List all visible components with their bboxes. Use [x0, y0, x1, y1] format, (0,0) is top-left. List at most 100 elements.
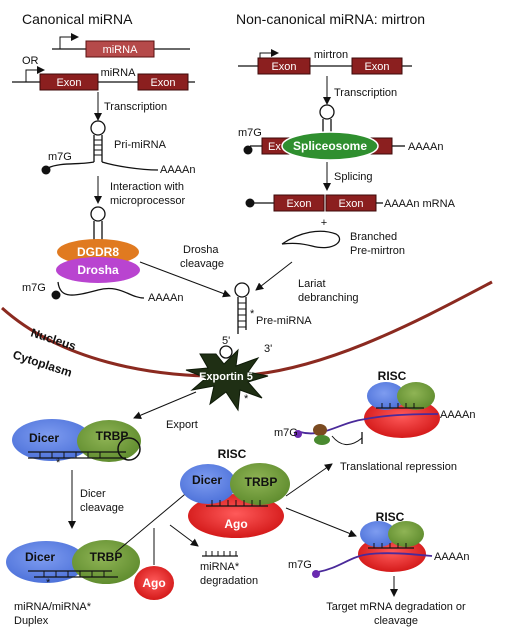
m7g-label-mirtron: m7G: [238, 127, 262, 139]
risc-translational: [294, 382, 440, 445]
risc-assembly-arrow: [115, 489, 191, 553]
pre-mirna-label: Pre-miRNA: [256, 315, 312, 327]
trbp-ellipse-2: [72, 540, 140, 584]
risc-main: [180, 463, 290, 538]
dicer-cleavage-line1: Dicer: [80, 488, 106, 500]
mirtron-transcript: Ex: [243, 104, 405, 161]
risc-main-label: RISC: [218, 447, 247, 461]
trbp-label-3: TRBP: [245, 475, 278, 489]
target-label-line2: cleavage: [374, 615, 418, 627]
noncanonical-header: Non-canonical miRNA: mirtron: [236, 11, 425, 27]
cap-dot-mirtron: [243, 145, 253, 155]
three-prime-label: 3': [264, 343, 272, 355]
mirna-gene-label: miRNA: [103, 44, 138, 56]
microprocessor-complex: [51, 206, 145, 300]
lariat-label-line1: Lariat: [298, 278, 326, 290]
dicer-label-2: Dicer: [25, 550, 55, 564]
star-pre-mirna: *: [250, 308, 255, 320]
exon-label-2: Exon: [150, 77, 175, 89]
translational-path-arrow: [285, 463, 333, 497]
spliced-mrna: [245, 194, 383, 212]
cap-dot-1: [41, 165, 51, 175]
dicer-label-1: Dicer: [29, 431, 59, 445]
trbp-label-2: TRBP: [90, 550, 123, 564]
five-prime-label: 5': [222, 335, 230, 347]
trbp-label-1: TRBP: [96, 429, 129, 443]
risc-cleavage: [312, 521, 433, 578]
lariat-label-line2: debranching: [298, 292, 359, 304]
pri-mirna-label: Pri-miRNA: [114, 139, 167, 151]
polya-top-label: AAAAn: [440, 409, 475, 421]
exportin-5-star: [185, 348, 269, 412]
dgdr8-ellipse: [57, 239, 139, 265]
canonical-gene-intronic: OR Exon miRNA Exon: [12, 55, 195, 91]
dgdr8-label: DGDR8: [77, 245, 119, 259]
export-arrow: [133, 391, 197, 419]
exon-box-1: [39, 73, 99, 91]
mirtron-exon-label-2: Exon: [364, 61, 389, 73]
dicer-cleavage-line2: cleavage: [80, 502, 124, 514]
spliced-exon-label-2: Exon: [338, 198, 363, 210]
plus-sign: +: [321, 217, 327, 229]
drosha-label: Drosha: [77, 263, 119, 277]
export-label: Export: [166, 419, 198, 431]
nucleus-label: Nucleus: [29, 326, 78, 354]
ago-free-ellipse: [134, 566, 174, 600]
cap-dot-2: [51, 290, 61, 300]
ago-main-label: Ago: [224, 517, 247, 531]
pri-mirna-hairpin: [41, 120, 159, 175]
risc-bottom-label: RISC: [376, 510, 405, 524]
or-label: OR: [22, 55, 39, 67]
mirtron-exon-label-1: Exon: [271, 61, 296, 73]
drosha-ellipse: [56, 257, 140, 283]
spliceosome-label: Spliceosome: [293, 139, 367, 153]
interaction-label-line2: microprocessor: [110, 195, 186, 207]
exon-behind-label: Ex: [268, 141, 281, 153]
mirtron-exon-box-1: [257, 57, 311, 75]
m7g-bottom-label: m7G: [288, 559, 312, 571]
dicer-ellipse-3: [180, 464, 236, 504]
drosha-cleavage-line1: Drosha: [183, 244, 219, 256]
m7g-label-1: m7G: [48, 151, 72, 163]
mirna-star-strand: [202, 551, 238, 557]
polya-label-2: AAAAn: [148, 292, 183, 304]
polya-label-mirtron: AAAAn: [408, 141, 443, 153]
dicer-trbp-complex-2: [6, 540, 140, 584]
dicer-ellipse-1: [12, 419, 92, 461]
dicer-label-3: Dicer: [192, 473, 222, 487]
mirna-gene-box: [85, 40, 155, 58]
exon-label-1: Exon: [56, 77, 81, 89]
lariat-shape: [281, 230, 341, 249]
star-exportin: *: [244, 393, 249, 405]
ago-free-label: Ago: [142, 576, 165, 590]
polya-bottom-label: AAAAn: [434, 551, 469, 563]
mirtron-gene: Exon mirtron Exon: [238, 49, 412, 75]
canonical-gene-intergenic: miRNA: [52, 33, 190, 58]
risc-top-label: RISC: [378, 369, 407, 383]
exon-box-2: [137, 73, 189, 91]
drosha-cleavage-line2: cleavage: [180, 258, 224, 270]
interaction-label-line1: Interaction with: [110, 181, 184, 193]
dicer-ellipse-2: [6, 541, 86, 583]
star-dicer-1: *: [56, 457, 61, 469]
exportin-hairpin-loop: [219, 345, 233, 359]
degradation-label: degradation: [200, 575, 258, 587]
drosha-cleavage-arrow: [139, 261, 231, 298]
transcription-label-canonical: Transcription: [104, 101, 167, 113]
mirna-star-label: miRNA*: [200, 561, 240, 573]
mirtron-label: mirtron: [314, 49, 348, 61]
duplex-label-line2: Duplex: [14, 615, 49, 627]
cleavage-path-arrow: [285, 507, 357, 538]
spliced-exon-label-1: Exon: [286, 198, 311, 210]
exportin-label: Exportin 5: [199, 371, 253, 383]
target-label-line1: Target mRNA degradation or: [326, 601, 466, 613]
translational-repression-label: Translational repression: [340, 461, 457, 473]
spliceosome-ellipse: [281, 131, 379, 161]
cytoplasm-label: Cytoplasm: [11, 348, 74, 380]
m7g-label-2: m7G: [22, 282, 46, 294]
branched-label-line1: Branched: [350, 231, 397, 243]
mirna-star-arrow: [169, 524, 199, 547]
intronic-mirna-label: miRNA: [101, 67, 136, 79]
polya-mrna-label: AAAAn mRNA: [384, 198, 456, 210]
